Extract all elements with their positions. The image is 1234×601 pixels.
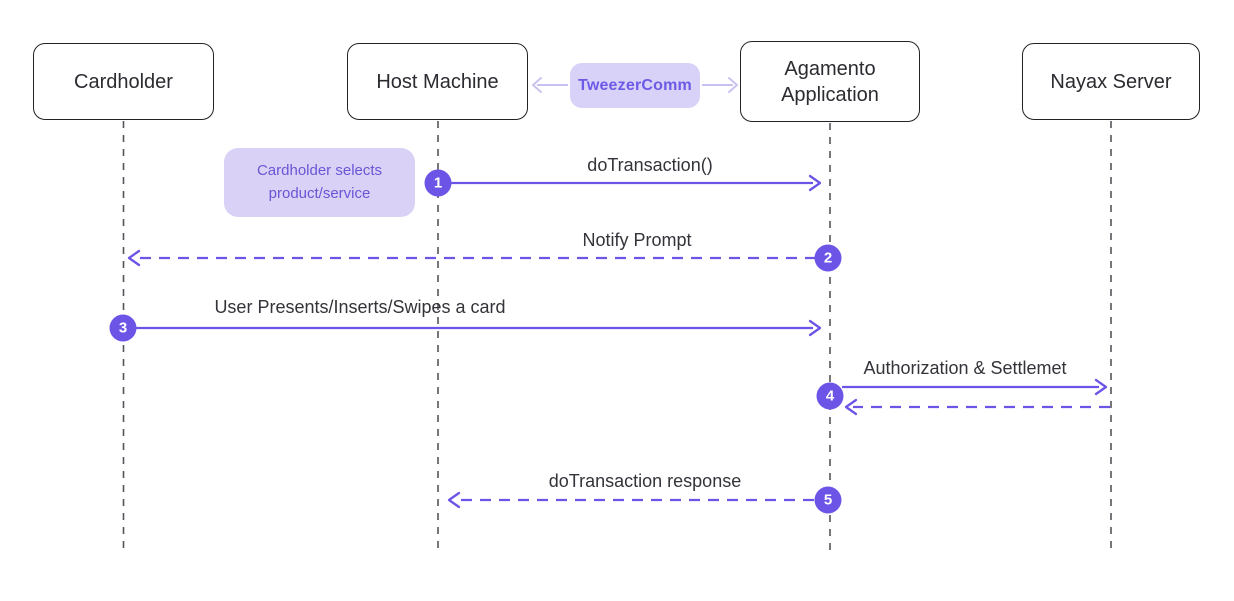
actor-label-nayax-server: Nayax Server xyxy=(1050,70,1172,93)
actor-label-cardholder: Cardholder xyxy=(74,70,173,93)
actor-box-nayax-server: Nayax Server xyxy=(1022,43,1200,120)
message-5-number-badge: 5 xyxy=(814,486,842,514)
note-cardholder-selects: Cardholder selects product/service xyxy=(224,148,415,217)
actor-box-agamento-application: Agamento Application xyxy=(740,41,920,122)
tweezercomm-badge-label: TweezerComm xyxy=(578,76,692,94)
message-4-return-arrowhead-icon xyxy=(844,398,858,416)
message-2-number-badge: 2 xyxy=(814,244,842,272)
message-4-number-badge: 4 xyxy=(816,382,844,410)
actor-box-host-machine: Host Machine xyxy=(347,43,528,120)
message-3-label: User Presents/Inserts/Swipes a card xyxy=(214,297,506,317)
message-1-number-badge: 1 xyxy=(424,169,452,197)
message-3-number-badge: 3 xyxy=(109,314,137,342)
message-1-arrowhead-icon xyxy=(808,174,822,192)
actor-label-agamento-application: Agamento Application xyxy=(781,57,879,106)
actor-label-host-machine: Host Machine xyxy=(376,70,499,93)
actor-box-cardholder: Cardholder xyxy=(33,43,214,120)
message-3-arrowhead-icon xyxy=(808,319,822,337)
tweezercomm-badge: TweezerComm xyxy=(570,63,700,108)
message-5-label: doTransaction response xyxy=(548,471,742,491)
message-4-arrowhead-icon xyxy=(1094,378,1108,396)
note-text: Cardholder selects product/service xyxy=(256,162,383,202)
message-5-arrowhead-icon xyxy=(447,491,461,509)
message-2-label: Notify Prompt xyxy=(582,230,692,250)
connector-arrowhead-left-icon xyxy=(532,77,542,93)
message-2-arrowhead-icon xyxy=(127,249,141,267)
message-4-label: Authorization & Settlemet xyxy=(863,358,1067,378)
connector-arrowhead-right-icon xyxy=(728,77,738,93)
message-1-label: doTransaction() xyxy=(587,155,713,175)
